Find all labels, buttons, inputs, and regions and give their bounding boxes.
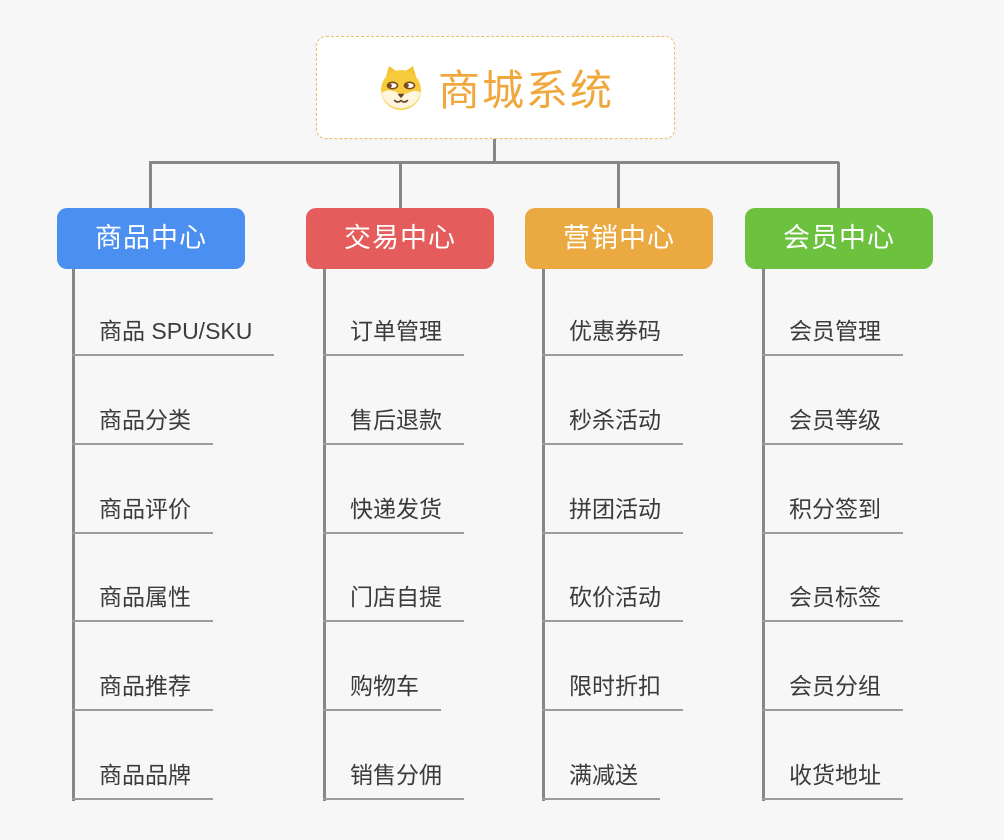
sub-item[interactable]: 积分签到 bbox=[762, 494, 903, 534]
sub-item[interactable]: 销售分佣 bbox=[323, 760, 464, 800]
root-node[interactable]: 商城系统 bbox=[316, 36, 675, 139]
sub-item[interactable]: 订单管理 bbox=[323, 316, 464, 356]
connector-bus bbox=[149, 161, 839, 164]
sub-item[interactable]: 售后退款 bbox=[323, 405, 464, 445]
sub-item[interactable]: 购物车 bbox=[323, 671, 441, 711]
branch-header-trade-center[interactable]: 交易中心 bbox=[306, 208, 494, 269]
connector-drop bbox=[837, 162, 840, 208]
dog-face-icon bbox=[377, 64, 425, 112]
sub-item[interactable]: 门店自提 bbox=[323, 582, 464, 622]
sub-item[interactable]: 砍价活动 bbox=[542, 582, 683, 622]
sub-item[interactable]: 会员标签 bbox=[762, 582, 903, 622]
sub-item[interactable]: 快递发货 bbox=[323, 494, 464, 534]
sub-item[interactable]: 商品推荐 bbox=[72, 671, 213, 711]
sub-item[interactable]: 商品分类 bbox=[72, 405, 213, 445]
sub-item[interactable]: 会员管理 bbox=[762, 316, 903, 356]
sub-item[interactable]: 会员分组 bbox=[762, 671, 903, 711]
root-title: 商城系统 bbox=[437, 67, 614, 114]
connector-drop bbox=[149, 162, 152, 208]
connector-drop bbox=[617, 162, 620, 208]
sub-item[interactable]: 优惠券码 bbox=[542, 316, 683, 356]
sub-item[interactable]: 拼团活动 bbox=[542, 494, 683, 534]
branch-header-marketing-center[interactable]: 营销中心 bbox=[525, 208, 713, 269]
connector-drop bbox=[399, 162, 402, 208]
sub-item[interactable]: 商品属性 bbox=[72, 582, 213, 622]
connector-spine bbox=[323, 269, 326, 801]
connector-spine bbox=[762, 269, 765, 801]
sub-item[interactable]: 商品 SPU/SKU bbox=[72, 316, 275, 356]
branch-header-product-center[interactable]: 商品中心 bbox=[57, 208, 245, 269]
sub-item[interactable]: 收货地址 bbox=[762, 760, 903, 800]
connector-spine bbox=[72, 269, 75, 801]
sub-item[interactable]: 商品评价 bbox=[72, 494, 213, 534]
connector-spine bbox=[542, 269, 545, 801]
sub-item[interactable]: 秒杀活动 bbox=[542, 405, 683, 445]
sub-item[interactable]: 满减送 bbox=[542, 760, 660, 800]
sub-item[interactable]: 商品品牌 bbox=[72, 760, 213, 800]
connector-root-stem bbox=[493, 139, 496, 162]
branch-header-member-center[interactable]: 会员中心 bbox=[745, 208, 933, 269]
sub-item[interactable]: 限时折扣 bbox=[542, 671, 683, 711]
sub-item[interactable]: 会员等级 bbox=[762, 405, 903, 445]
